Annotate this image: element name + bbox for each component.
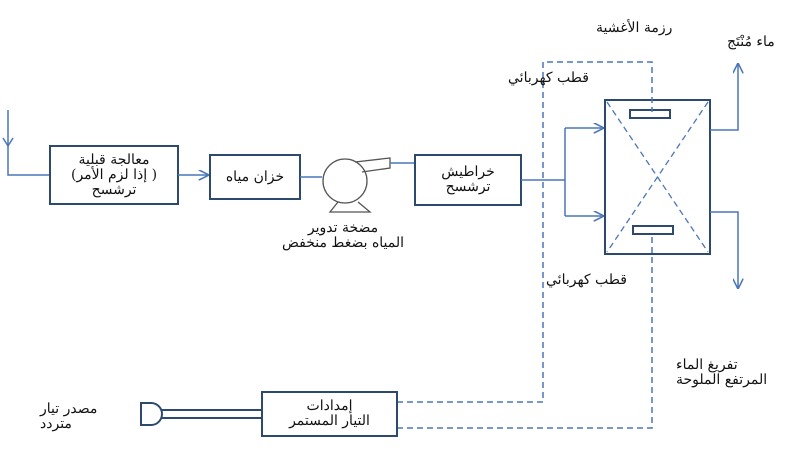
brine-line-2: المرتفع الملوحة <box>676 372 768 388</box>
dc-wire-top <box>397 61 653 403</box>
inlet-arrow-icon <box>2 137 14 148</box>
filter-line-1: خراطيش <box>441 164 495 180</box>
ac-source-line-1: مصدر تيار <box>40 401 98 417</box>
electrode-top-label: قطب كهربائي <box>508 70 589 86</box>
brine-discharge-label: تفريغ الماء المرتفع الملوحة <box>676 354 796 392</box>
water-tank-text: خزان مياه <box>225 168 285 185</box>
ac-source-label: مصدر تيار متردد <box>40 400 132 434</box>
membrane-cross-line <box>606 101 709 253</box>
water-tank-box <box>209 154 301 200</box>
product-water-label: ماء مُنْتَج <box>727 34 775 50</box>
water-tank-label: خزان مياه <box>210 155 300 199</box>
dc-wire-bottom <box>397 234 653 429</box>
dc-supply-label: إمدادات التيار المستمر <box>262 392 397 436</box>
membrane-stack-label: رزمة الأغشية <box>596 20 673 36</box>
dc-supply-line-1: إمدادات <box>306 398 353 414</box>
filter-cartridges-label: خراطيش ترشسح <box>415 155 521 205</box>
pretreatment-label: معالجة قبلية ( إذا لزم الأمر) ترشسح <box>50 146 178 204</box>
pump-line-2: المياه بضغط منخفض <box>281 235 405 251</box>
pretreatment-line-3: ترشسح <box>91 181 137 198</box>
plug-icon <box>140 402 262 426</box>
electrode-top-plate <box>629 109 671 119</box>
filter-line-2: ترشسح <box>445 179 491 195</box>
ac-source-line-2: متردد <box>40 416 72 432</box>
brine-discharge-line <box>710 211 738 288</box>
electrode-bottom-label: قطب كهربائي <box>546 272 627 288</box>
filter-cartridges-box <box>414 154 522 206</box>
pump-label: مضخة تدوير المياه بضغط منخفض <box>268 218 418 254</box>
flow-filter-to-membrane <box>521 128 603 216</box>
electrode-bottom-plate <box>632 225 674 235</box>
dc-supply-box <box>261 391 398 437</box>
pump-icon <box>322 157 415 213</box>
brine-line-1: تفريغ الماء <box>676 357 738 373</box>
dc-supply-line-2: التيار المستمر <box>289 413 370 429</box>
inlet-flow-line <box>7 110 50 176</box>
product-water-line <box>710 64 738 131</box>
pump-line-1: مضخة تدوير <box>307 220 379 236</box>
pretreatment-line-2: ( إذا لزم الأمر) <box>70 166 158 183</box>
pretreatment-line-1: معالجة قبلية <box>78 151 150 168</box>
